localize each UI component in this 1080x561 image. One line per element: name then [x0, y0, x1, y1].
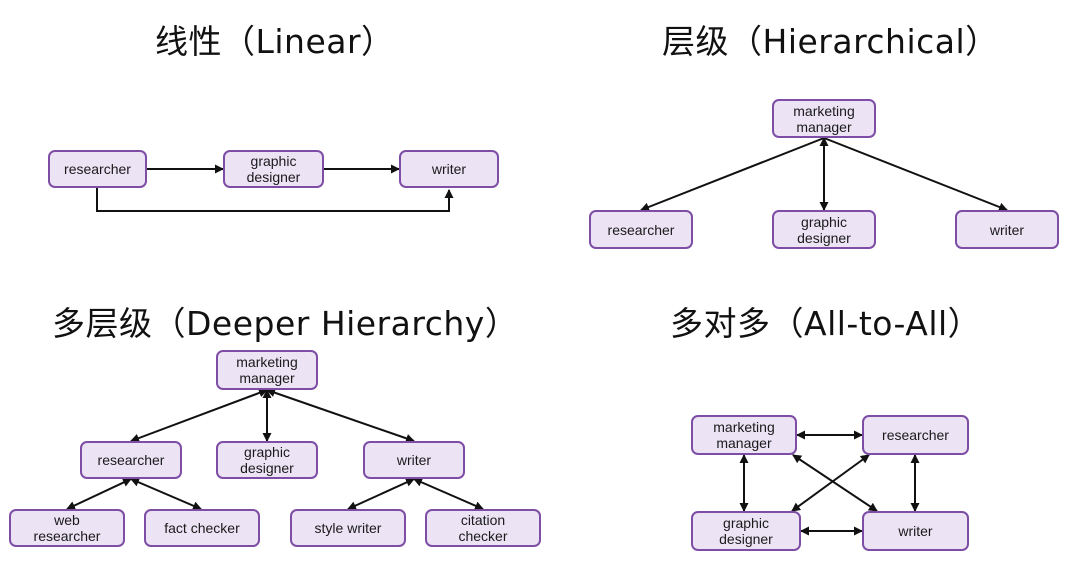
node-deep-style-writer: style writer	[290, 509, 406, 547]
arrow-deep-manager-writer	[266, 388, 415, 443]
node-deep-researcher: researcher	[80, 441, 182, 479]
title-all-to-all: 多对多（All-to-All）	[670, 304, 982, 343]
arrow-linear-researcher-to-writer	[96, 188, 454, 212]
node-hier-marketing-manager: marketing manager	[772, 99, 876, 138]
node-deep-fact-checker: fact checker	[144, 509, 260, 547]
arrow-deep-manager-researcher	[130, 388, 268, 443]
node-deep-citation-checker: citation checker	[425, 509, 541, 547]
node-a2a-marketing-manager: marketing manager	[691, 415, 797, 455]
arrow-deep-writer-style	[347, 478, 415, 510]
arrow-deep-researcher-fact	[130, 478, 202, 510]
node-linear-writer: writer	[399, 150, 499, 188]
node-a2a-writer: writer	[862, 511, 969, 551]
node-deep-marketing-manager: marketing manager	[216, 350, 318, 390]
node-linear-graphic-designer: graphic designer	[223, 150, 324, 188]
title-deeper-hierarchy: 多层级（Deeper Hierarchy）	[52, 304, 519, 343]
node-hier-writer: writer	[955, 210, 1059, 249]
arrow-deep-writer-citation	[413, 478, 484, 510]
arrow-hier-manager-researcher	[640, 137, 825, 212]
node-linear-researcher: researcher	[48, 150, 147, 188]
arrow-a2a-researcher-designer	[791, 454, 870, 512]
node-deep-graphic-designer: graphic designer	[216, 441, 318, 479]
arrow-hier-manager-writer	[823, 137, 1008, 212]
arrow-deep-researcher-web	[66, 478, 132, 510]
node-hier-graphic-designer: graphic designer	[772, 210, 876, 249]
node-a2a-researcher: researcher	[862, 415, 969, 455]
arrow-a2a-manager-writer	[792, 454, 878, 512]
node-a2a-graphic-designer: graphic designer	[691, 511, 801, 551]
node-deep-web-researcher: web researcher	[9, 509, 125, 547]
title-hierarchical: 层级（Hierarchical）	[662, 22, 999, 61]
node-hier-researcher: researcher	[589, 210, 693, 249]
title-linear: 线性（Linear）	[155, 22, 395, 61]
node-deep-writer: writer	[363, 441, 465, 479]
